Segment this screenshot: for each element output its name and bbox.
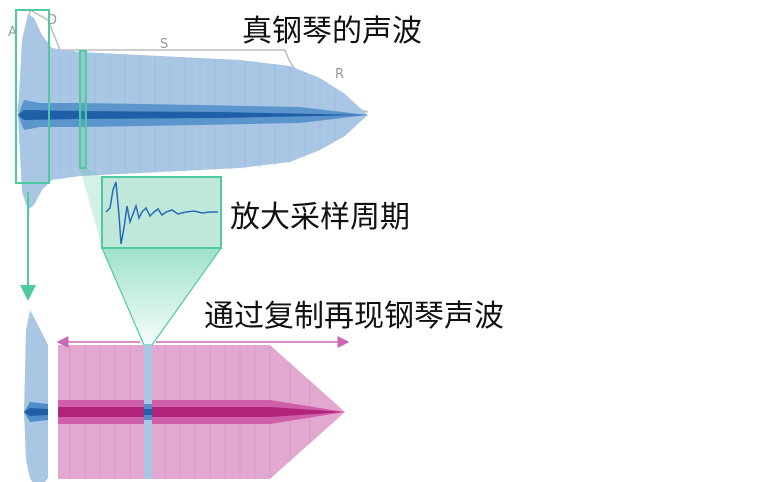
attack-decay-highlight-box — [15, 9, 50, 184]
reproduced-attack-blue — [24, 310, 48, 482]
title-zoom-sample-period: 放大采样周期 — [230, 200, 410, 235]
reproduced-waveform — [24, 310, 345, 482]
adsr-label-decay: D — [47, 13, 57, 28]
adsr-label-sustain: S — [160, 37, 168, 52]
waveform-core — [18, 110, 368, 120]
pink-core — [58, 407, 345, 417]
zoomed-sample-wave — [105, 181, 218, 245]
title-reproduce-by-copy: 通过复制再现钢琴声波 — [204, 299, 504, 334]
real-piano-waveform: A D S R — [8, 8, 369, 210]
adsr-label-attack: A — [8, 25, 17, 40]
sample-period-highlight-box — [79, 50, 87, 169]
adsr-label-release: R — [335, 67, 344, 82]
title-real-piano-wave: 真钢琴的声波 — [242, 14, 422, 49]
zoomed-sample-panel — [101, 176, 222, 249]
